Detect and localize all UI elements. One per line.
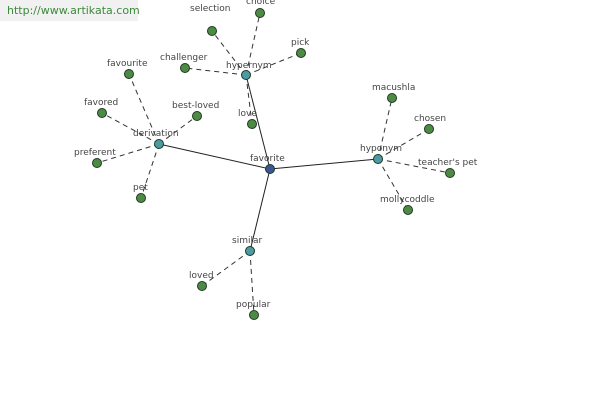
- leaf-label-pick: pick: [291, 38, 310, 48]
- leaf-node-love[interactable]: [247, 119, 257, 129]
- leaf-node-pet[interactable]: [136, 193, 146, 203]
- edge-similar-loved: [201, 250, 251, 287]
- leaf-node-choice[interactable]: [255, 8, 265, 18]
- leaf-label-chosen: chosen: [414, 114, 446, 124]
- leaf-label-teacher-s-pet: teacher's pet: [418, 158, 478, 168]
- edge-hypernym-pick: [245, 52, 302, 76]
- edge-hyponym-teacher-s-pet: [377, 158, 451, 174]
- relation-label-hyponym: hyponym: [360, 144, 402, 154]
- nodes: [92, 8, 455, 320]
- leaf-label-favored: favored: [84, 98, 118, 108]
- relation-node-derivation[interactable]: [154, 139, 164, 149]
- leaf-label-choice: choice: [246, 0, 276, 7]
- leaf-label-best-loved: best-loved: [172, 101, 219, 111]
- relation-label-derivation: derivation: [133, 129, 179, 139]
- edge-derivation-pet: [140, 143, 160, 199]
- leaf-node-favored[interactable]: [97, 108, 107, 118]
- leaf-label-challenger: challenger: [160, 53, 208, 63]
- edge-hyponym-macushla: [377, 97, 393, 160]
- relation-label-similar: similar: [232, 236, 262, 246]
- edge-hypernym-selection: [211, 30, 247, 76]
- edge-derivation-preferent: [96, 143, 160, 164]
- edge-root-similar: [249, 168, 271, 252]
- relation-node-hypernym[interactable]: [241, 70, 251, 80]
- leaf-node-loved[interactable]: [197, 281, 207, 291]
- leaf-label-macushla: macushla: [372, 83, 415, 93]
- edge-root-hypernym: [245, 74, 271, 170]
- leaf-node-favourite[interactable]: [124, 69, 134, 79]
- leaf-node-mollycoddle[interactable]: [403, 205, 413, 215]
- leaf-label-love: love: [238, 109, 257, 119]
- edge-hypernym-challenger: [184, 67, 247, 76]
- leaf-node-preferent[interactable]: [92, 158, 102, 168]
- edge-root-hyponym: [269, 158, 379, 170]
- leaf-node-challenger[interactable]: [180, 63, 190, 73]
- relation-node-hyponym[interactable]: [373, 154, 383, 164]
- relation-node-similar[interactable]: [245, 246, 255, 256]
- root-label: favorite: [250, 154, 285, 164]
- edge-similar-popular: [249, 250, 255, 316]
- site-url-link[interactable]: http://www.artikata.com: [7, 4, 140, 17]
- leaf-node-best-loved[interactable]: [192, 111, 202, 121]
- edge-hyponym-mollycoddle: [377, 158, 409, 211]
- root-node[interactable]: [265, 164, 275, 174]
- edge-hypernym-choice: [245, 12, 261, 76]
- leaf-label-favourite: favourite: [107, 59, 148, 69]
- leaf-node-chosen[interactable]: [424, 124, 434, 134]
- leaf-label-popular: popular: [236, 300, 271, 310]
- leaf-label-loved: loved: [189, 271, 214, 281]
- leaf-node-popular[interactable]: [249, 310, 259, 320]
- edge-derivation-favourite: [128, 73, 160, 145]
- labels: selection choice pick challenger love hyperny…: [74, 0, 478, 310]
- leaf-label-selection: selection: [190, 4, 230, 14]
- leaf-label-pet: pet: [133, 183, 148, 193]
- leaf-label-mollycoddle: mollycoddle: [380, 195, 435, 205]
- site-url-bar[interactable]: http://www.artikata.com: [0, 0, 140, 21]
- leaf-label-preferent: preferent: [74, 148, 116, 158]
- edges: [96, 12, 451, 316]
- edge-root-derivation: [158, 143, 271, 170]
- edge-derivation-best-loved: [158, 115, 198, 145]
- leaf-node-pick[interactable]: [296, 48, 306, 58]
- relation-label-hypernym: hypernym: [226, 61, 272, 71]
- leaf-node-teacher-s-pet[interactable]: [445, 168, 455, 178]
- edge-derivation-favored: [101, 112, 160, 145]
- edge-hyponym-chosen: [377, 128, 430, 160]
- leaf-node-selection[interactable]: [207, 26, 217, 36]
- leaf-node-macushla[interactable]: [387, 93, 397, 103]
